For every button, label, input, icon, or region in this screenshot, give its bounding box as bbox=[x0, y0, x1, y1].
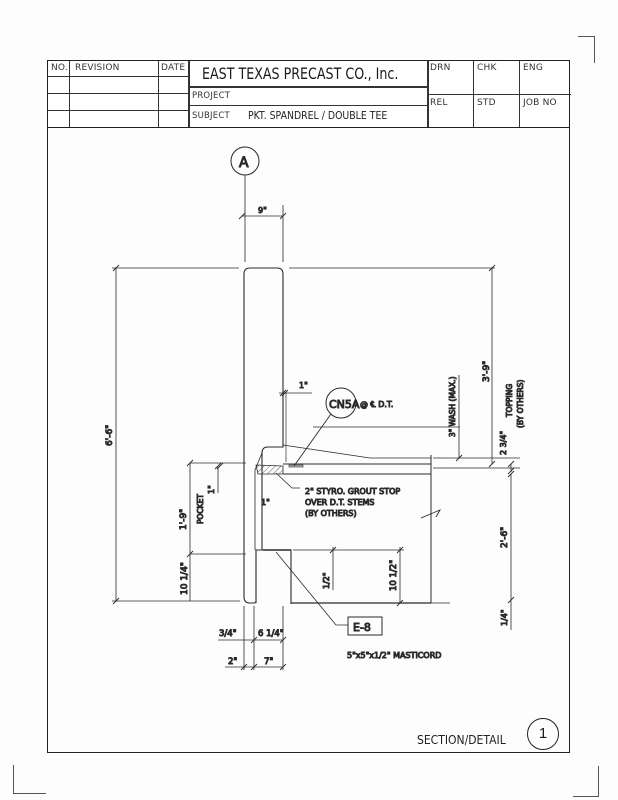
sheet-label: SECTION/DETAIL bbox=[417, 733, 506, 747]
svg-text:7": 7" bbox=[264, 657, 273, 667]
svg-text:1/4": 1/4" bbox=[500, 609, 509, 626]
svg-text:6'-6": 6'-6" bbox=[105, 425, 115, 446]
subject-value: PKT. SPANDREL / DOUBLE TEE bbox=[248, 109, 388, 122]
svg-text:2 3/4": 2 3/4" bbox=[499, 431, 508, 455]
bearing-tag: E-8 bbox=[353, 621, 371, 634]
svg-text:3/4": 3/4" bbox=[219, 629, 237, 639]
drawing-frame bbox=[47, 128, 570, 753]
revision-no-header: NO. bbox=[51, 63, 68, 73]
connection-tag: CN5A bbox=[329, 398, 360, 411]
spandrel-panel bbox=[243, 267, 284, 604]
drawn-by-label: DRN bbox=[430, 63, 451, 73]
connection-note: @ ℄ D.T. bbox=[360, 400, 393, 409]
svg-text:3" WASH (MAX.): 3" WASH (MAX.) bbox=[448, 376, 457, 437]
grid-bubble-label: A bbox=[239, 155, 249, 171]
svg-text:9": 9" bbox=[258, 206, 267, 215]
svg-text:10 1/2": 10 1/2" bbox=[389, 560, 399, 591]
crop-mark-top-right bbox=[578, 36, 595, 63]
title-block: NO. REVISION DATE EAST TEXAS PRECAST CO.… bbox=[47, 60, 571, 128]
project-label: PROJECT bbox=[192, 91, 231, 101]
sheet-number-bubble: 1 bbox=[527, 718, 559, 750]
svg-text:(BY OTHERS): (BY OTHERS) bbox=[305, 509, 357, 518]
svg-text:2" STYRO. GROUT STOP: 2" STYRO. GROUT STOP bbox=[305, 487, 400, 496]
bearing-tag-box bbox=[347, 616, 383, 636]
svg-text:6 1/4": 6 1/4" bbox=[258, 629, 284, 639]
revision-header: REVISION bbox=[75, 63, 120, 73]
bearing-note: 5"x5"x1/2" MASTICORD bbox=[347, 651, 441, 660]
svg-text:2'-6": 2'-6" bbox=[500, 527, 510, 548]
revision-date-header: DATE bbox=[161, 63, 186, 73]
svg-text:OVER D.T. STEMS: OVER D.T. STEMS bbox=[305, 498, 375, 507]
svg-text:(BY OTHERS): (BY OTHERS) bbox=[516, 380, 525, 428]
crop-mark-bottom-right bbox=[573, 766, 599, 797]
released-label: REL bbox=[430, 98, 448, 108]
subject-label: SUBJECT bbox=[192, 111, 230, 121]
connection-tag-bubble bbox=[325, 387, 357, 419]
crop-mark-bottom-left bbox=[13, 765, 46, 794]
svg-text:10 1/4": 10 1/4" bbox=[180, 562, 190, 595]
svg-text:1": 1" bbox=[207, 485, 216, 494]
svg-text:3'-9": 3'-9" bbox=[482, 361, 492, 382]
svg-text:POCKET: POCKET bbox=[196, 494, 205, 524]
svg-text:1": 1" bbox=[261, 498, 270, 507]
checked-by-label: CHK bbox=[477, 63, 497, 73]
job-number-label: JOB NO bbox=[523, 98, 557, 108]
standard-label: STD bbox=[477, 98, 496, 108]
svg-text:1'-9": 1'-9" bbox=[179, 509, 189, 530]
grout-stop-hatch bbox=[255, 464, 284, 475]
svg-text:TOPPING: TOPPING bbox=[505, 384, 514, 418]
svg-text:1": 1" bbox=[299, 381, 308, 390]
svg-text:2": 2" bbox=[228, 657, 237, 667]
svg-text:1/2": 1/2" bbox=[322, 572, 331, 589]
company-name: EAST TEXAS PRECAST CO., Inc. bbox=[202, 64, 399, 83]
engineer-label: ENG bbox=[523, 63, 543, 73]
